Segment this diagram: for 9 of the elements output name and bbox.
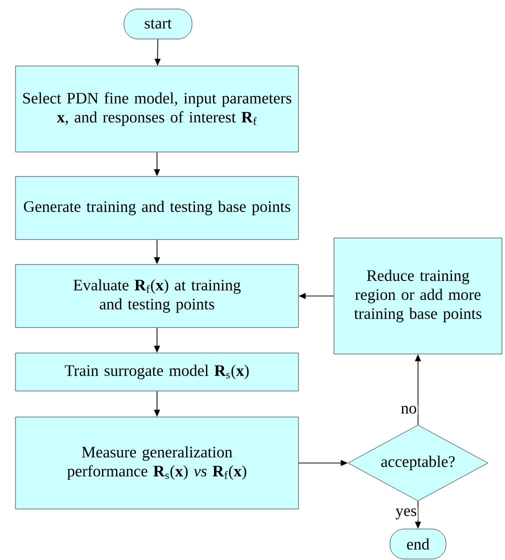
edge-label: no [400,404,418,415]
process-box: Measure generalization performance R$_{s}$(x) vs R$_{f}$(x) [15,416,299,510]
process-box: Reduce training region or add more training base points [334,238,502,354]
process-box: Evaluate R$_{f}$(x) at training and testing points [15,264,299,328]
edge-label: yes [394,507,418,520]
terminal-oval: end [390,528,446,560]
process-box: Select PDN fine model, input parameters x, and responses of interest R$_{f}$ [15,66,299,152]
process-box: Train surrogate model R$_{s}$(x) [15,352,299,392]
process-box: Generate training and testing base points [15,176,299,240]
